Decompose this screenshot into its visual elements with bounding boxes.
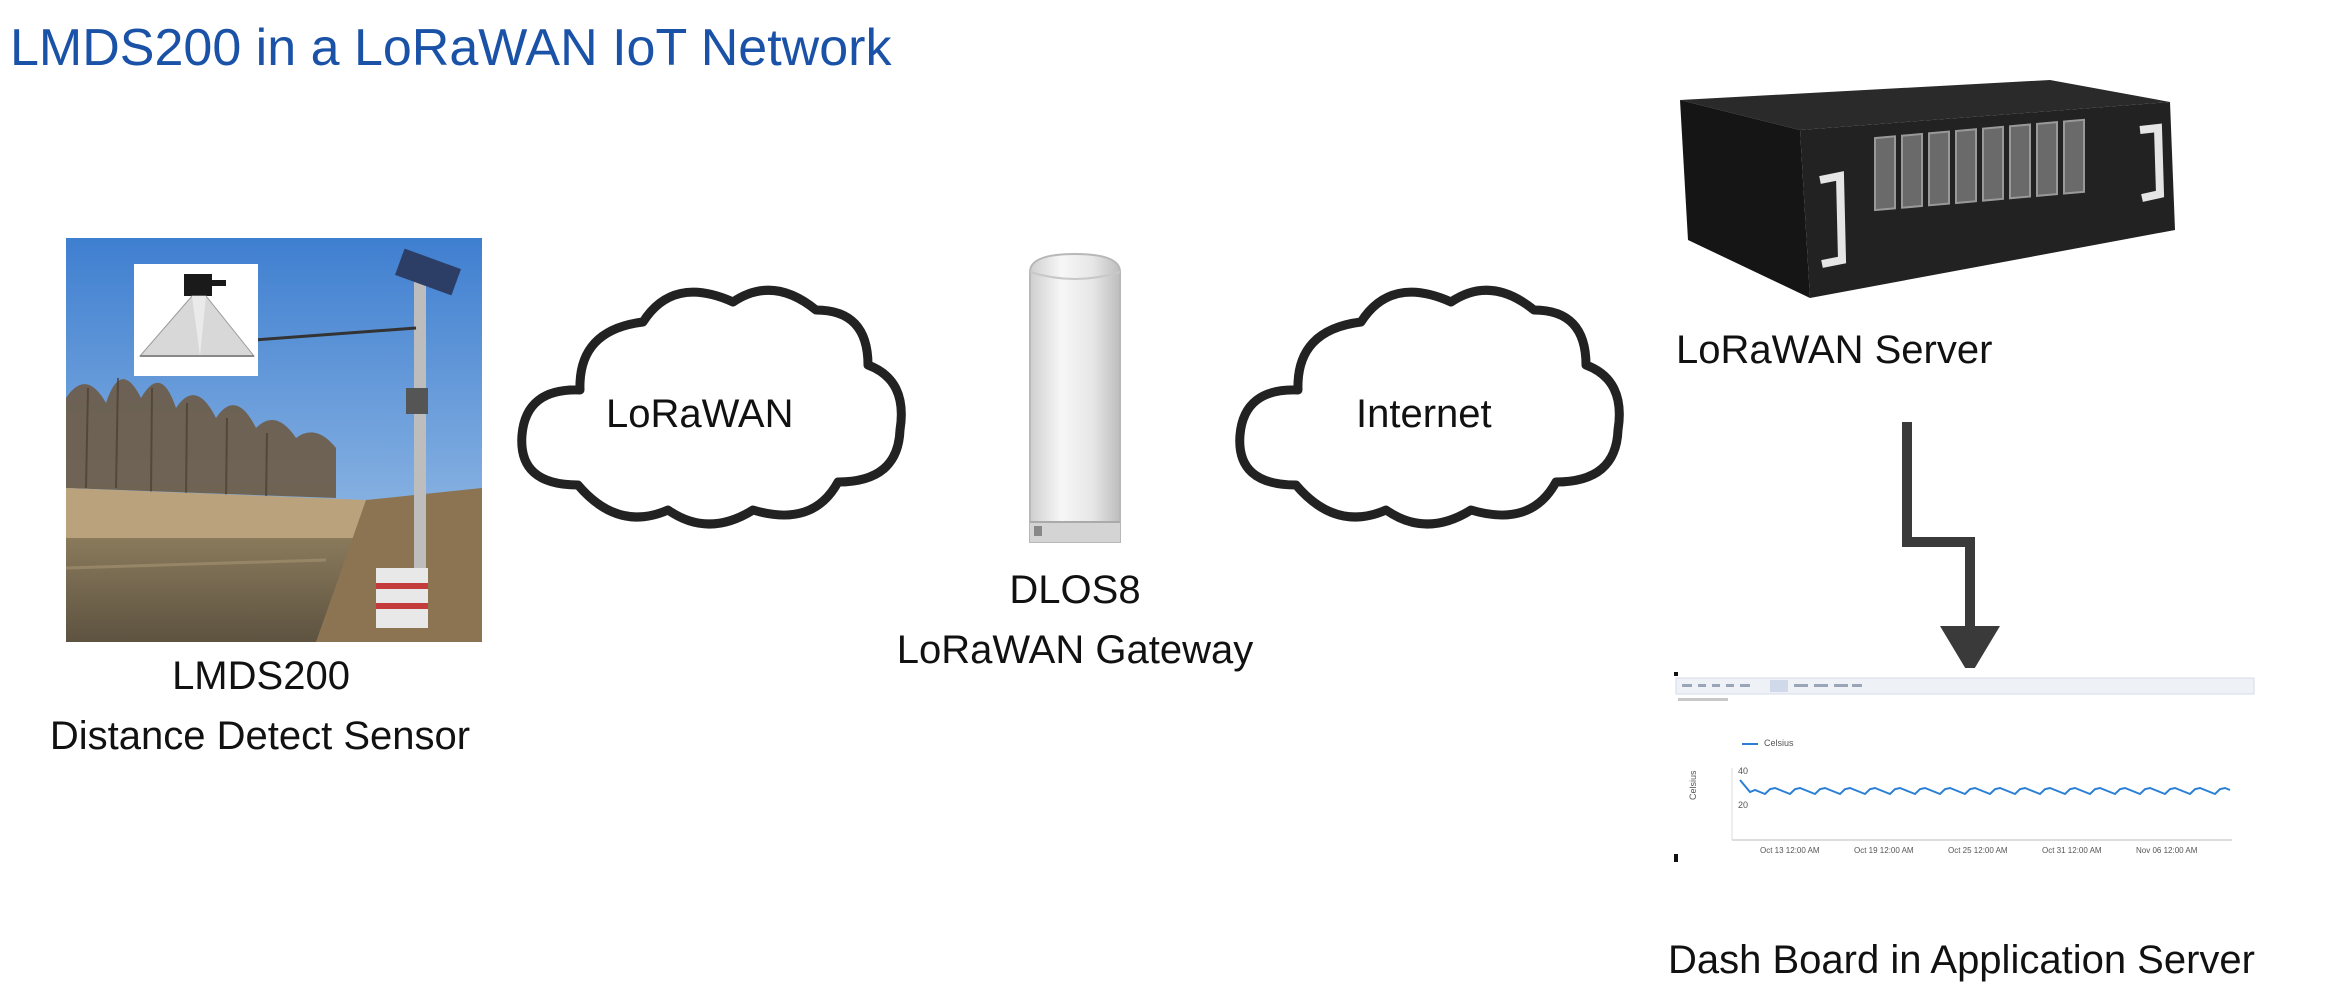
dashboard-x-tick: Nov 06 12:00 AM [2136,846,2198,855]
dashboard-y-tick: 40 [1738,766,1749,776]
dashboard-x-tick: Oct 31 12:00 AM [2042,846,2102,855]
server-rack [1670,70,2180,300]
cloud-icon [1235,285,1624,529]
arrow-down [1890,420,2000,680]
gateway-description: LoRaWAN Gateway [896,628,1254,672]
dashboard-x-tick: Oct 25 12:00 AM [1948,846,2008,855]
dashboard-legend: Celsius [1764,738,1794,748]
server-label: LoRaWAN Server [1676,328,1993,372]
dashboard-x-tick: Oct 13 12:00 AM [1760,846,1820,855]
sensor-photo [66,238,482,642]
dashboard-x-tick: Oct 19 12:00 AM [1854,846,1914,855]
dashboard-y-label: Celsius [1688,770,1698,800]
dashboard-panel [1672,668,2257,868]
gateway-device [1020,252,1130,548]
arrow-down-icon [1902,422,2000,676]
cloud-lorawan [508,270,918,540]
chart-series-line [1739,779,2231,796]
cloud-lorawan-label: LoRaWAN [606,392,794,436]
sensor-name: LMDS200 [172,654,350,698]
cloud-internet [1226,270,1636,540]
cloud-internet-label: Internet [1356,392,1492,436]
dashboard-caption: Dash Board in Application Server [1668,938,2255,982]
sensor-description: Distance Detect Sensor [49,714,471,758]
cloud-icon [517,285,906,529]
gateway-name: DLOS8 [1009,568,1141,612]
page-title: LMDS200 in a LoRaWAN IoT Network [10,19,892,77]
dashboard-y-tick: 20 [1738,800,1749,810]
